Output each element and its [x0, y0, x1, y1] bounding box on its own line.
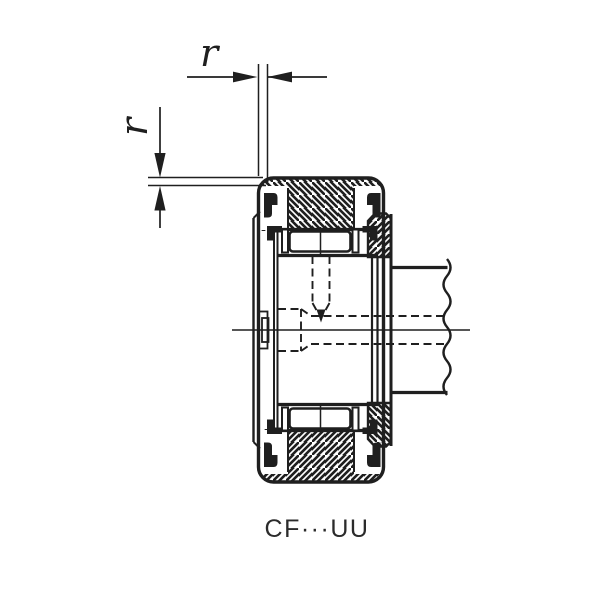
seal-pocket-walls	[287, 188, 355, 472]
dimension-radius-left: r	[112, 107, 266, 228]
retainer-top-left	[281, 228, 289, 254]
retainer-bottom-left	[281, 406, 289, 432]
shank-edges	[391, 265, 448, 395]
grease-hole-drill-point	[316, 309, 326, 323]
arrow-right-icon	[233, 71, 258, 83]
arrow-up-icon	[154, 185, 166, 211]
grease-counterbore	[278, 308, 302, 352]
radius-label-top: r	[200, 31, 221, 75]
seal-pocket-bottom-left	[259, 430, 288, 474]
seal-body	[264, 193, 278, 218]
grease-hole-axial	[311, 315, 446, 345]
extension-lines-horizontal	[148, 176, 266, 187]
dimension-radius-top: r	[187, 31, 327, 185]
seal-top-left	[264, 193, 282, 241]
seal-lip	[267, 226, 282, 241]
seals	[264, 193, 381, 467]
grease-hole-cone	[311, 302, 331, 313]
seal-pocket-top-left	[259, 186, 288, 230]
retainer-bottom-right	[351, 406, 360, 432]
extension-lines-vertical	[257, 64, 269, 185]
break-line	[442, 258, 452, 396]
needle-rollers	[277, 227, 378, 433]
stud-raceway-lines	[277, 253, 378, 407]
arrow-left-icon	[267, 71, 292, 83]
grease-counterbore-cone	[300, 308, 312, 352]
retainer-top-right	[351, 228, 360, 254]
grease-passages	[278, 256, 446, 352]
grease-hole-vertical	[311, 256, 331, 303]
arrow-down-icon	[154, 153, 166, 178]
outer-ring-section	[258, 178, 384, 482]
radius-label-left: r	[112, 115, 156, 136]
part-number-caption: CF···UU	[265, 515, 370, 543]
